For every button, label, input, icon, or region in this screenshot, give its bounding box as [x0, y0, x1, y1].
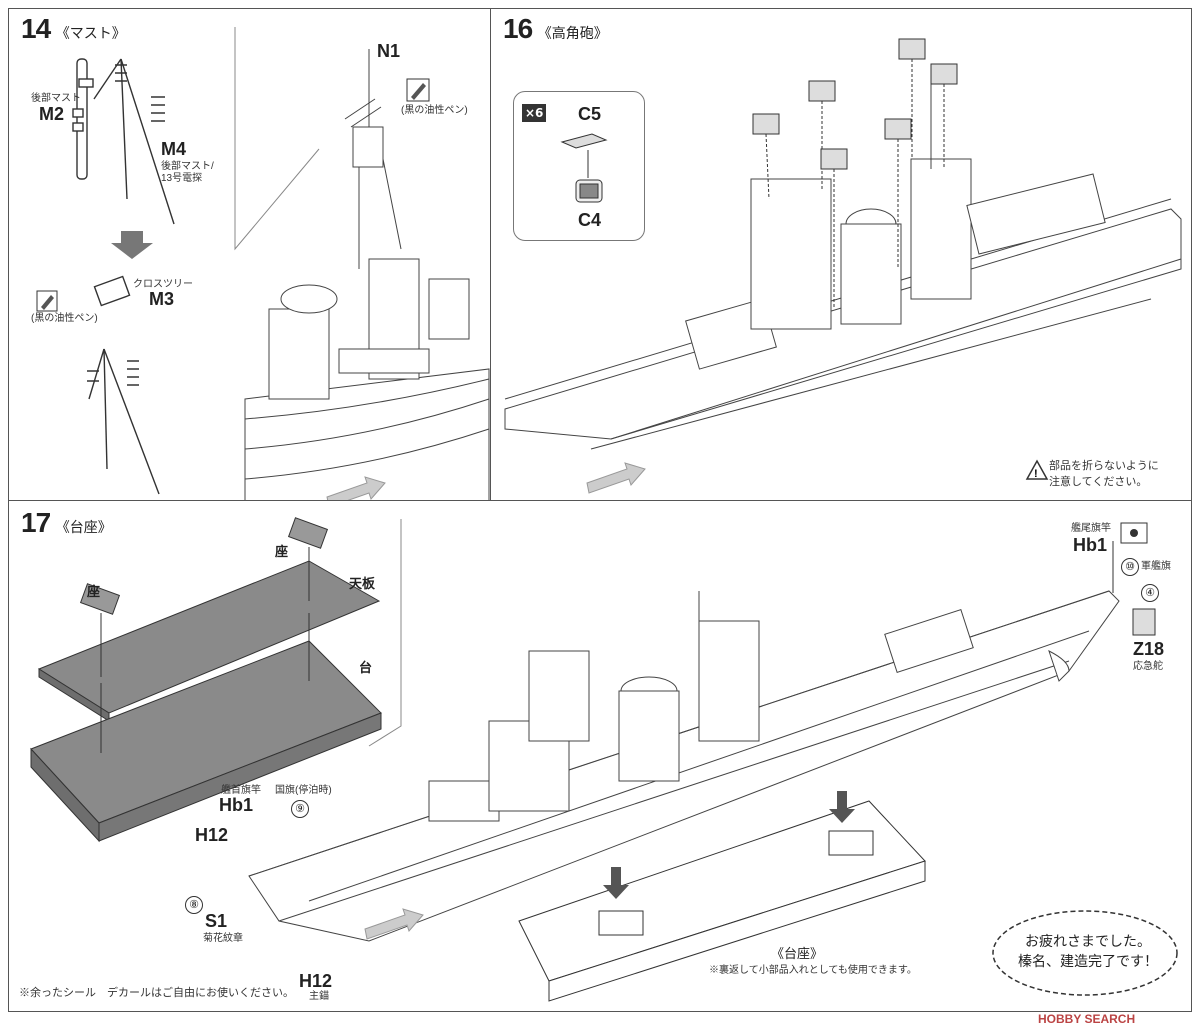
- stand-and-finish-diagram: [30, 517, 1178, 1002]
- part-m4-label: M4: [161, 139, 187, 159]
- base-label: 台: [359, 660, 373, 675]
- emergency-rudder-caption: 応急舵: [1133, 661, 1163, 672]
- aa-gun-mounts: [752, 38, 958, 309]
- part-s1-label: S1: [205, 911, 228, 931]
- down-arrow: [111, 231, 153, 259]
- part-n1-label: N1: [377, 41, 401, 61]
- part-z18-label: Z18: [1133, 639, 1165, 659]
- mast-m2-drawing: [72, 58, 94, 180]
- main-anchor-caption: 主錨: [309, 991, 329, 1002]
- top-plate-label: 天板: [349, 576, 376, 591]
- m3-caption: クロスツリー: [133, 279, 193, 290]
- stern-flagpole-caption: 艦尾旗竿: [1071, 523, 1111, 534]
- decal-10-marker: ⑩: [1121, 557, 1139, 576]
- decal-4-marker: ④: [1141, 583, 1159, 602]
- display-stand-drawing: [518, 791, 926, 1002]
- warning-icon: [1025, 459, 1049, 480]
- warning-text: 部品を折らないように 注意してください。: [1049, 460, 1159, 488]
- mast-m4-drawing: [93, 58, 175, 225]
- part-h12-label-a: H12: [195, 825, 229, 845]
- pen-note-left: (黒の油性ペン): [31, 313, 98, 324]
- step-16-panel: 16 《高角砲》 ×6 C5 C4: [490, 8, 1192, 502]
- mast-assembly-diagram: [36, 27, 490, 503]
- step-17-number: 17: [21, 507, 51, 538]
- speech-bubble: [992, 910, 1178, 996]
- national-flag-caption: 国旗(停泊時): [275, 785, 332, 796]
- part-h12-label-b: H12: [299, 971, 333, 991]
- svg-text:!: !: [1034, 468, 1038, 480]
- emergency-rudder-drawing: [1132, 608, 1156, 636]
- leftover-decal-note: ※余ったシール デカールはご自由にお使いください。: [19, 987, 294, 999]
- seat-label-right: 座: [275, 544, 289, 559]
- m4-caption: 後部マスト/ 13号電探: [161, 161, 214, 184]
- step-14-number: 14: [21, 13, 51, 44]
- step-14-title: 《マスト》: [55, 26, 126, 42]
- seat-label-left: 座: [87, 584, 101, 599]
- part-hb1-bow-label: Hb1: [219, 795, 254, 815]
- step-17-header: 17 《台座》: [21, 507, 112, 539]
- ship-hull-drawing: [504, 69, 1182, 450]
- part-m3-label: M3: [149, 289, 175, 309]
- chrysanthemum-crest-caption: 菊花紋章: [203, 933, 243, 944]
- step-17-title: 《台座》: [55, 520, 112, 536]
- battleship-complete-drawing: [248, 590, 1120, 942]
- step-16-number: 16: [503, 13, 533, 44]
- part-c4-label: C4: [578, 210, 602, 230]
- naval-ensign-drawing: [1112, 522, 1148, 593]
- m2-caption: 後部マスト: [31, 93, 81, 104]
- bow-flagpole-caption: 艦首旗竿: [221, 785, 261, 796]
- step-14-panel: 14 《マスト》: [8, 8, 492, 503]
- ship-aa-gun-diagram: !: [504, 38, 1182, 494]
- mast-assembled-drawing: [87, 275, 160, 495]
- step-16-header: 16 《高角砲》: [503, 13, 608, 45]
- part-c5-label: C5: [578, 104, 602, 124]
- stand-caption: 《台座》: [771, 946, 824, 961]
- decal-9-marker: ⑨: [291, 799, 309, 818]
- stand-exploded-drawing: [30, 517, 382, 843]
- completion-message: お疲れさまでした。 榛名、建造完了です！: [1018, 933, 1158, 969]
- naval-ensign-caption: 軍艦旗: [1141, 561, 1171, 572]
- part-hb1-stern-label: Hb1: [1073, 535, 1108, 555]
- ship-midsection-drawing: [244, 49, 490, 503]
- step-14-header: 14 《マスト》: [21, 13, 126, 45]
- part-m2-label: M2: [39, 104, 65, 124]
- step-16-title: 《高角砲》: [537, 26, 608, 42]
- decal-8-marker: ⑧: [185, 895, 203, 914]
- step-17-panel: 17 《台座》: [8, 500, 1192, 1012]
- watermark: HOBBY SEARCH: [1038, 1012, 1136, 1026]
- subassembly-callout: ×6 C5 C4: [513, 91, 645, 241]
- stand-reuse-note: ※裏返して小部品入れとしても使用できます。: [709, 965, 917, 976]
- aa-gun-subassembly: [560, 133, 608, 203]
- pen-note-right: (黒の油性ペン): [401, 105, 468, 116]
- quantity-badge: ×6: [522, 104, 547, 122]
